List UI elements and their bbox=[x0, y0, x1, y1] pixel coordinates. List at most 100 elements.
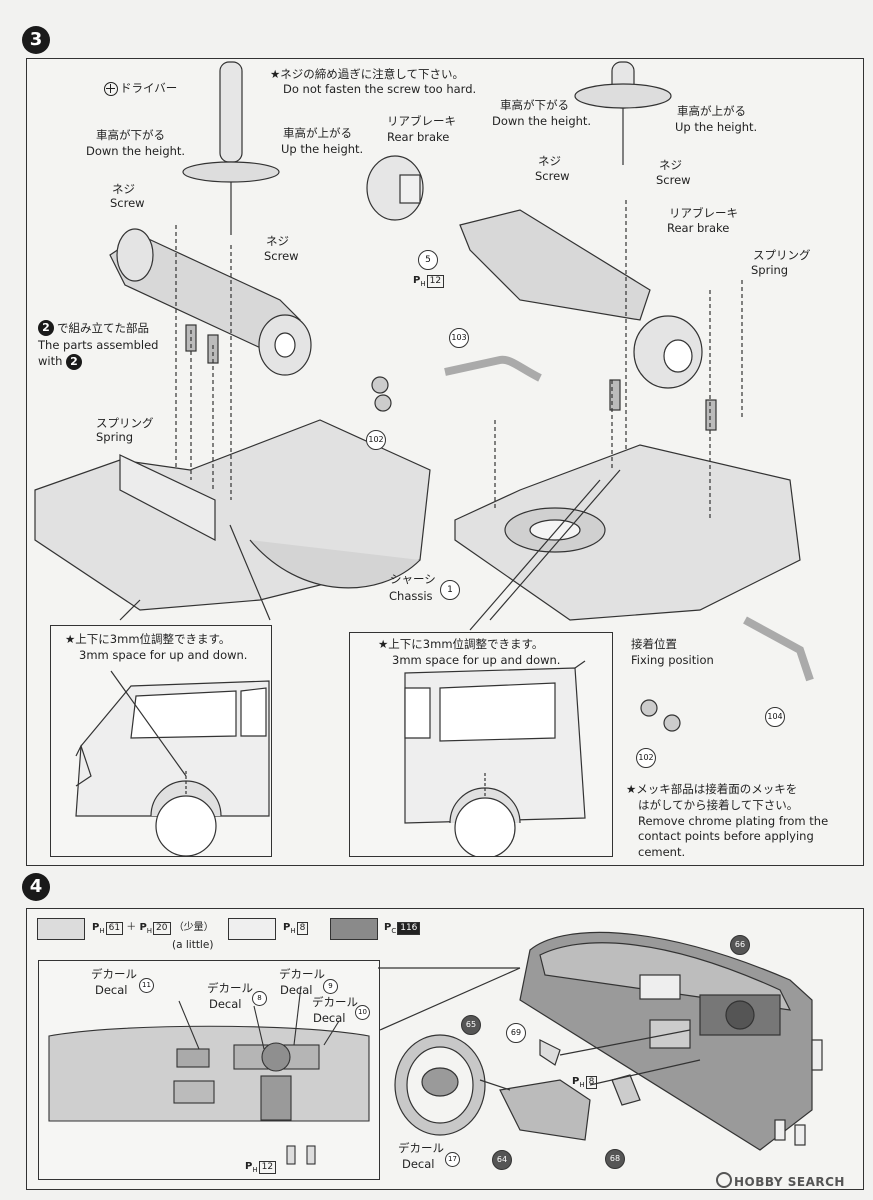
legend1-sub: H bbox=[99, 927, 105, 935]
legend2-prefix: P bbox=[283, 922, 291, 933]
screw-jp-2: ネジ bbox=[266, 234, 289, 248]
decal-9-number: 9 bbox=[323, 979, 338, 994]
rear-brake-en-1: Rear brake bbox=[387, 130, 450, 144]
rear-brake-jp-2: リアブレーキ bbox=[669, 206, 738, 220]
decal-10-number: 10 bbox=[355, 1005, 370, 1020]
mid-prefix: P bbox=[572, 1076, 580, 1087]
legend3-num: 116 bbox=[397, 922, 421, 935]
decal-10-en: Decal bbox=[313, 1011, 346, 1025]
watermark-logo-icon bbox=[716, 1172, 732, 1188]
part-102-number-left: 102 bbox=[366, 430, 386, 450]
van-front-illustration bbox=[75, 670, 270, 856]
driver-label: ドライバー bbox=[120, 81, 178, 95]
legend1-sub2: H bbox=[146, 927, 153, 935]
adjust-note-jp-right: ★上下に3mm位調整できます。 bbox=[378, 637, 544, 651]
spring-jp-left: スプリング bbox=[96, 416, 154, 430]
up-height-en-left: Up the height. bbox=[281, 142, 364, 156]
decal-9-en: Decal bbox=[280, 983, 313, 997]
rear-brake-en-2: Rear brake bbox=[667, 221, 730, 235]
chrome-note-en-1: Remove chrome plating from the bbox=[638, 814, 829, 828]
legend3-prefix: P bbox=[384, 922, 392, 933]
decal-11-number: 11 bbox=[139, 978, 154, 993]
step-4-badge: 4 bbox=[22, 873, 50, 901]
legend1-note-en: (a little) bbox=[172, 939, 214, 951]
chrome-note-jp-1: ★メッキ部品は接着面のメッキを bbox=[626, 782, 798, 796]
torque-note-en: Do not fasten the screw too hard. bbox=[283, 82, 477, 96]
dash-prefix: P bbox=[245, 1161, 253, 1172]
decal-8-en: Decal bbox=[209, 997, 242, 1011]
inset-front-height: ★上下に3mm位調整できます。 3mm space for up and dow… bbox=[50, 625, 272, 857]
part-104-number: 104 bbox=[765, 707, 785, 727]
spring-en-left: Spring bbox=[96, 430, 134, 444]
decal-9-jp: デカール bbox=[279, 967, 325, 981]
fixing-position-en: Fixing position bbox=[631, 653, 714, 667]
screw-jp-3: ネジ bbox=[538, 154, 561, 168]
part-68-number: 68 bbox=[605, 1149, 625, 1169]
legend-swatch-1 bbox=[37, 918, 85, 940]
van-rear-illustration bbox=[404, 660, 586, 856]
mid-num: 8 bbox=[585, 1076, 598, 1089]
chrome-note-jp-2: はがしてから接着して下さい。 bbox=[638, 798, 799, 812]
decal-8-number: 8 bbox=[252, 991, 267, 1006]
up-height-en-right: Up the height. bbox=[675, 120, 758, 134]
down-height-en-right: Down the height. bbox=[492, 114, 592, 128]
decal-11-en: Decal bbox=[95, 983, 128, 997]
decal-17-number: 17 bbox=[445, 1152, 460, 1167]
legend1-note-jp: （少量） bbox=[173, 922, 214, 933]
decal-11-jp: デカール bbox=[91, 967, 137, 981]
inset-rear-height: ★上下に3mm位調整できます。 3mm space for up and dow… bbox=[349, 632, 613, 857]
legend1-plus: ＋ bbox=[126, 922, 137, 933]
torque-note-jp: ★ネジの締め過ぎに注意して下さい。 bbox=[270, 67, 464, 81]
screw-en-2: Screw bbox=[264, 249, 299, 263]
step-3-badge: 3 bbox=[22, 26, 50, 54]
part-69-number: 69 bbox=[506, 1023, 526, 1043]
legend-swatch-2 bbox=[228, 918, 276, 940]
part-64-number: 64 bbox=[492, 1150, 512, 1170]
decal-8-jp: デカール bbox=[207, 981, 253, 995]
assembled-ref-badge-2: 2 bbox=[66, 354, 82, 370]
dashboard-front-illustration bbox=[48, 985, 370, 1165]
legend1-num2: 20 bbox=[153, 922, 171, 935]
dash-num: 12 bbox=[258, 1161, 277, 1174]
paint-code: 12 bbox=[426, 275, 445, 288]
legend2-sub: H bbox=[290, 927, 296, 935]
screw-jp-1: ネジ bbox=[112, 182, 135, 196]
screw-en-4: Screw bbox=[656, 173, 691, 187]
legend3-sub: C bbox=[391, 927, 397, 935]
legend1-prefix2: P bbox=[139, 922, 147, 933]
assembled-ref-badge: 2 bbox=[38, 320, 54, 336]
down-height-jp-left: 車高が下がる bbox=[96, 128, 165, 142]
down-height-en-left: Down the height. bbox=[86, 144, 186, 158]
adjust-note-jp-left: ★上下に3mm位調整できます。 bbox=[65, 632, 231, 646]
decal-17-en: Decal bbox=[402, 1157, 435, 1171]
watermark-text: HOBBY SEARCH bbox=[734, 1175, 845, 1189]
paint-prefix: P bbox=[413, 275, 421, 286]
part-103-number: 103 bbox=[449, 328, 469, 348]
inset-dashboard-decals: デカール Decal 11 デカール Decal 8 デカール Decal 9 … bbox=[38, 960, 380, 1180]
legend1-prefix: P bbox=[92, 922, 100, 933]
chrome-note-en-3: cement. bbox=[638, 845, 686, 859]
spring-en-right: Spring bbox=[751, 263, 789, 277]
chassis-part-number: 1 bbox=[440, 580, 460, 600]
chassis-jp: シャーシ bbox=[390, 572, 436, 586]
spring-jp-right: スプリング bbox=[753, 248, 811, 262]
decal-10-jp: デカール bbox=[312, 995, 358, 1009]
down-height-jp-right: 車高が下がる bbox=[500, 98, 569, 112]
watermark: HOBBY SEARCH bbox=[716, 1172, 845, 1189]
part-66-number: 66 bbox=[730, 935, 750, 955]
assembled-en-1: The parts assembled bbox=[38, 338, 159, 352]
assembled-en-2: with bbox=[38, 354, 63, 368]
phillips-icon bbox=[104, 82, 118, 96]
up-height-jp-left: 車高が上がる bbox=[283, 126, 352, 140]
fixing-position-jp: 接着位置 bbox=[631, 637, 677, 651]
part-5-number: 5 bbox=[418, 250, 438, 270]
adjust-note-en-right: 3mm space for up and down. bbox=[392, 653, 561, 667]
mid-sub: H bbox=[579, 1081, 585, 1089]
rear-brake-jp-1: リアブレーキ bbox=[387, 114, 456, 128]
legend1-num: 61 bbox=[105, 922, 124, 935]
paint-sub: H bbox=[420, 280, 426, 288]
assembled-jp: で組み立てた部品 bbox=[57, 321, 149, 335]
